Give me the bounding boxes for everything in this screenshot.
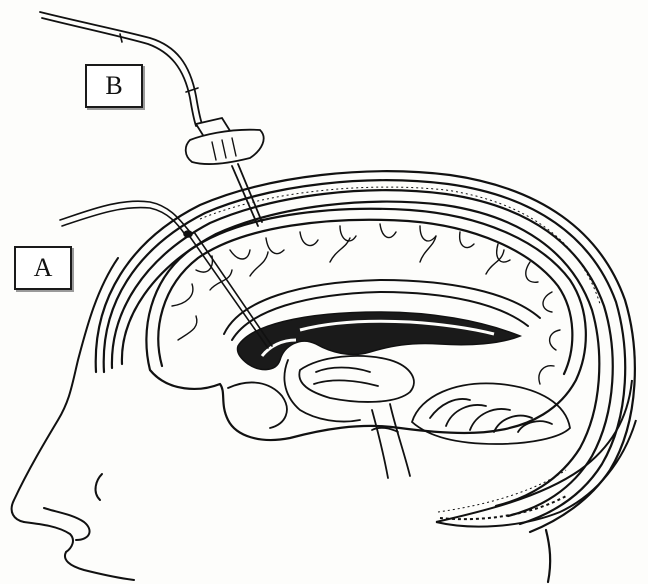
lateral-ventricle (237, 312, 520, 370)
brainstem (372, 404, 410, 478)
brainstem-tail (436, 380, 636, 527)
label-b: B (85, 64, 143, 108)
skull-outline (96, 171, 635, 582)
cortex-folds (172, 224, 560, 384)
label-a: A (14, 246, 72, 290)
face-profile (12, 258, 134, 580)
